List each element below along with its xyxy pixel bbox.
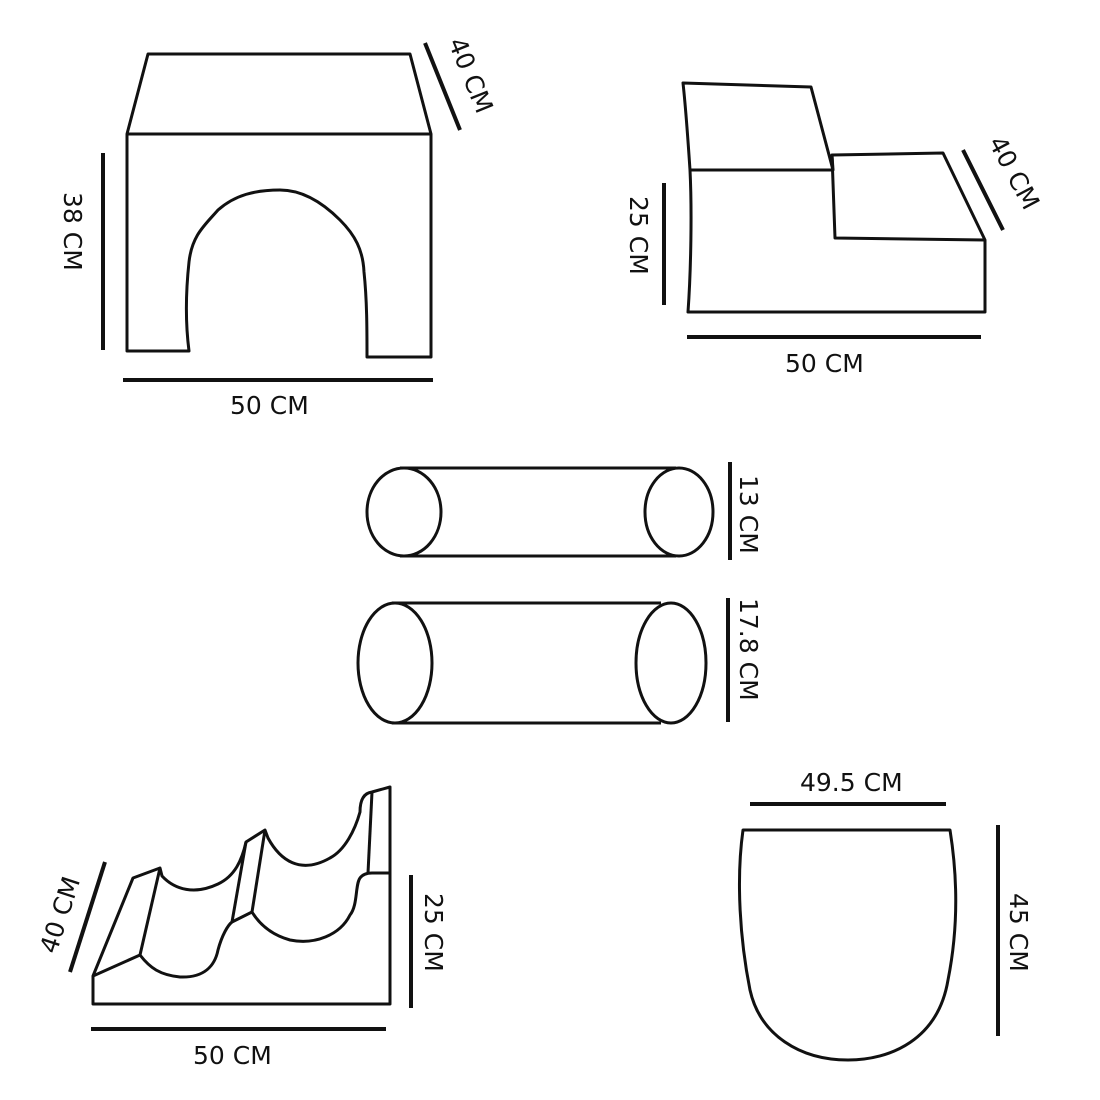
wave-piece: 40 CM 25 CM 50 CM bbox=[34, 785, 448, 1070]
rounded-block-width-label: 49.5 CM bbox=[800, 768, 903, 797]
rounded-block-piece: 49.5 CM 45 CM bbox=[738, 768, 1033, 1062]
large-roll-diameter-label: 17.8 CM bbox=[734, 598, 763, 701]
arch-width-label: 50 CM bbox=[230, 391, 309, 420]
steps-piece: 40 CM 25 CM 50 CM bbox=[624, 81, 1046, 378]
steps-height-label: 25 CM bbox=[624, 196, 653, 275]
small-roll-piece: 13 CM bbox=[365, 462, 763, 560]
steps-width-label: 50 CM bbox=[785, 349, 864, 378]
small-roll-diameter-label: 13 CM bbox=[734, 475, 763, 554]
arch-height-label: 38 CM bbox=[58, 192, 87, 271]
wave-depth-line bbox=[68, 861, 107, 973]
steps-depth-line bbox=[961, 149, 1005, 231]
wave-width-label: 50 CM bbox=[193, 1041, 272, 1070]
large-roll-piece: 17.8 CM bbox=[356, 598, 763, 725]
steps-depth-label: 40 CM bbox=[983, 131, 1046, 214]
wave-height-label: 25 CM bbox=[419, 893, 448, 972]
arch-depth-line bbox=[423, 42, 462, 131]
rounded-block-height-label: 45 CM bbox=[1004, 893, 1033, 972]
arch-piece: 40 CM 38 CM 50 CM bbox=[58, 33, 499, 420]
